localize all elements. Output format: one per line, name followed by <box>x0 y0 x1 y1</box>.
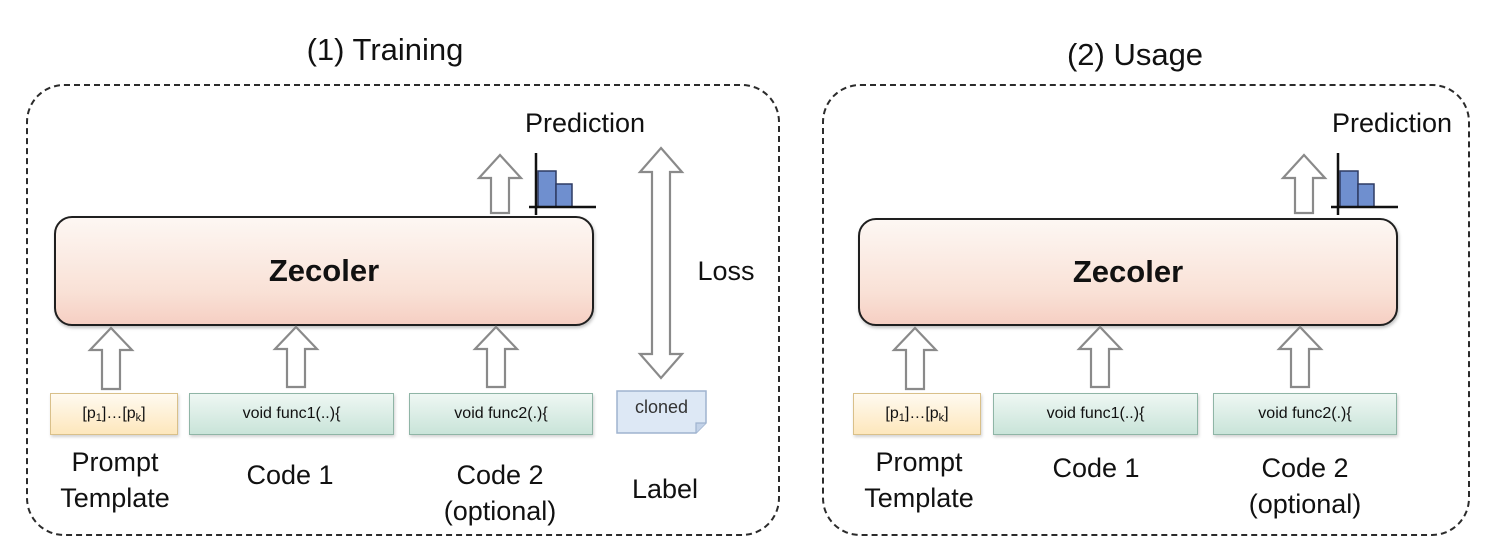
caption-code2-usage: Code 2 (optional) <box>1248 453 1362 519</box>
code1-token: void func1(..){ <box>189 393 394 435</box>
up-arrow-icon <box>476 153 524 215</box>
caption-prompt-template: Prompt Template <box>60 447 170 513</box>
caption-code1-usage: Code 1 <box>1052 453 1140 483</box>
zecoler-model-box-usage: Zecoler <box>858 218 1398 326</box>
zecoler-model-box: Zecoler <box>54 216 594 326</box>
code1-token-usage: void func1(..){ <box>993 393 1198 435</box>
prediction-label-usage: Prediction <box>1331 108 1453 138</box>
code2-token-usage: void func2(.){ <box>1213 393 1397 435</box>
up-arrow-icon <box>891 326 939 391</box>
panel-title-usage: (2) Usage <box>1066 37 1204 72</box>
up-arrow-icon <box>472 325 520 389</box>
caption-label: Label <box>631 474 699 504</box>
up-arrow-icon <box>272 325 320 389</box>
prompt-token-text: [p1]…[pk] <box>82 404 146 424</box>
prediction-chart-icon-usage <box>1331 153 1398 215</box>
prediction-label: Prediction <box>524 108 646 138</box>
model-name: Zecoler <box>268 253 380 288</box>
up-arrow-icon <box>1280 153 1328 215</box>
caption-code2: Code 2 (optional) <box>443 460 557 526</box>
prompt-template-token-usage: [p1]…[pk] <box>853 393 981 435</box>
up-arrow-icon <box>1076 325 1124 389</box>
caption-code1: Code 1 <box>246 460 334 490</box>
double-arrow-icon <box>637 146 685 380</box>
prompt-token-text-usage: [p1]…[pk] <box>885 404 949 424</box>
loss-label: Loss <box>697 256 755 286</box>
code2-token: void func2(.){ <box>409 393 593 435</box>
label-note-text: cloned <box>634 397 689 417</box>
model-name-usage: Zecoler <box>1072 254 1184 289</box>
up-arrow-icon <box>1276 325 1324 389</box>
panel-title-training: (1) Training <box>306 32 464 67</box>
up-arrow-icon <box>87 326 135 391</box>
training-panel <box>26 84 780 536</box>
prompt-template-token: [p1]…[pk] <box>50 393 178 435</box>
caption-prompt-template-usage: Prompt Template <box>864 447 974 513</box>
usage-panel <box>822 84 1470 536</box>
prediction-chart-icon <box>529 153 596 215</box>
